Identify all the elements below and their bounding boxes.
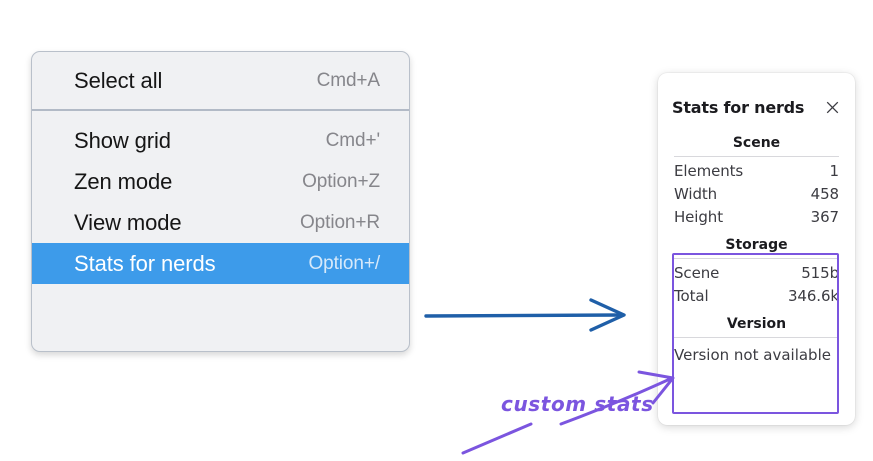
stat-key: Width [674,185,718,203]
context-menu[interactable]: Select all Cmd+A Show grid Cmd+' Zen mod… [31,51,410,352]
stat-value: 1 [829,162,840,180]
stat-value: 346.6k [787,287,839,305]
menu-item-show-grid[interactable]: Show grid Cmd+' [32,120,409,161]
section-rule [674,156,839,157]
section-heading: Version [726,316,787,332]
section-heading: Scene [732,135,781,151]
stat-row: Width 458 [672,183,841,206]
purple-underline-stroke [461,422,533,455]
menu-item-shortcut: Cmd+A [316,69,380,91]
panel-title: Stats for nerds [672,97,805,117]
menu-item-label: Stats for nerds [74,250,216,276]
version-value: Version not available [674,346,831,364]
stat-row: Total 346.6k [672,285,841,308]
stat-value: 515b [801,264,839,282]
menu-item-view-mode[interactable]: View mode Option+R [32,202,409,243]
menu-group-2: Show grid Cmd+' Zen mode Option+Z View m… [32,111,409,293]
menu-item-label: Select all [74,67,163,93]
stat-value: 367 [810,208,839,226]
section-scene: Scene Elements 1 Width 458 Height 367 [672,127,841,229]
stat-value: 458 [810,185,839,203]
menu-group-1: Select all Cmd+A [32,52,409,109]
section-heading: Storage [725,237,788,253]
section-storage: Storage Scene 515b Total 346.6k [672,229,841,308]
menu-item-zen-mode[interactable]: Zen mode Option+Z [32,161,409,202]
stat-key: Scene [674,264,720,282]
menu-item-shortcut: Option+/ [308,252,380,274]
stat-row: Height 367 [672,206,841,229]
menu-item-stats-for-nerds[interactable]: Stats for nerds Option+/ [32,243,409,284]
stats-for-nerds-panel[interactable]: Stats for nerds Scene Elements 1 Width 4… [658,73,855,425]
menu-item-shortcut: Option+R [300,211,380,233]
stat-row: Elements 1 [672,160,841,183]
menu-item-shortcut: Option+Z [302,170,380,192]
section-version: Version Version not available [672,308,841,368]
blue-arrow [424,298,626,332]
panel-header: Stats for nerds [672,73,841,127]
stat-key: Height [674,208,723,226]
stat-key: Elements [674,162,744,180]
menu-item-label: Zen mode [74,168,173,194]
annotation-label: custom stats [501,392,654,416]
section-rule [674,337,839,338]
menu-separator [32,109,409,111]
menu-item-select-all[interactable]: Select all Cmd+A [32,60,409,101]
section-rule [674,258,839,259]
menu-item-shortcut: Cmd+' [325,129,380,151]
menu-item-label: View mode [74,209,182,235]
stat-key: Total [674,287,709,305]
menu-item-label: Show grid [74,127,171,153]
stat-row: Scene 515b [672,262,841,285]
close-icon[interactable] [823,98,841,116]
